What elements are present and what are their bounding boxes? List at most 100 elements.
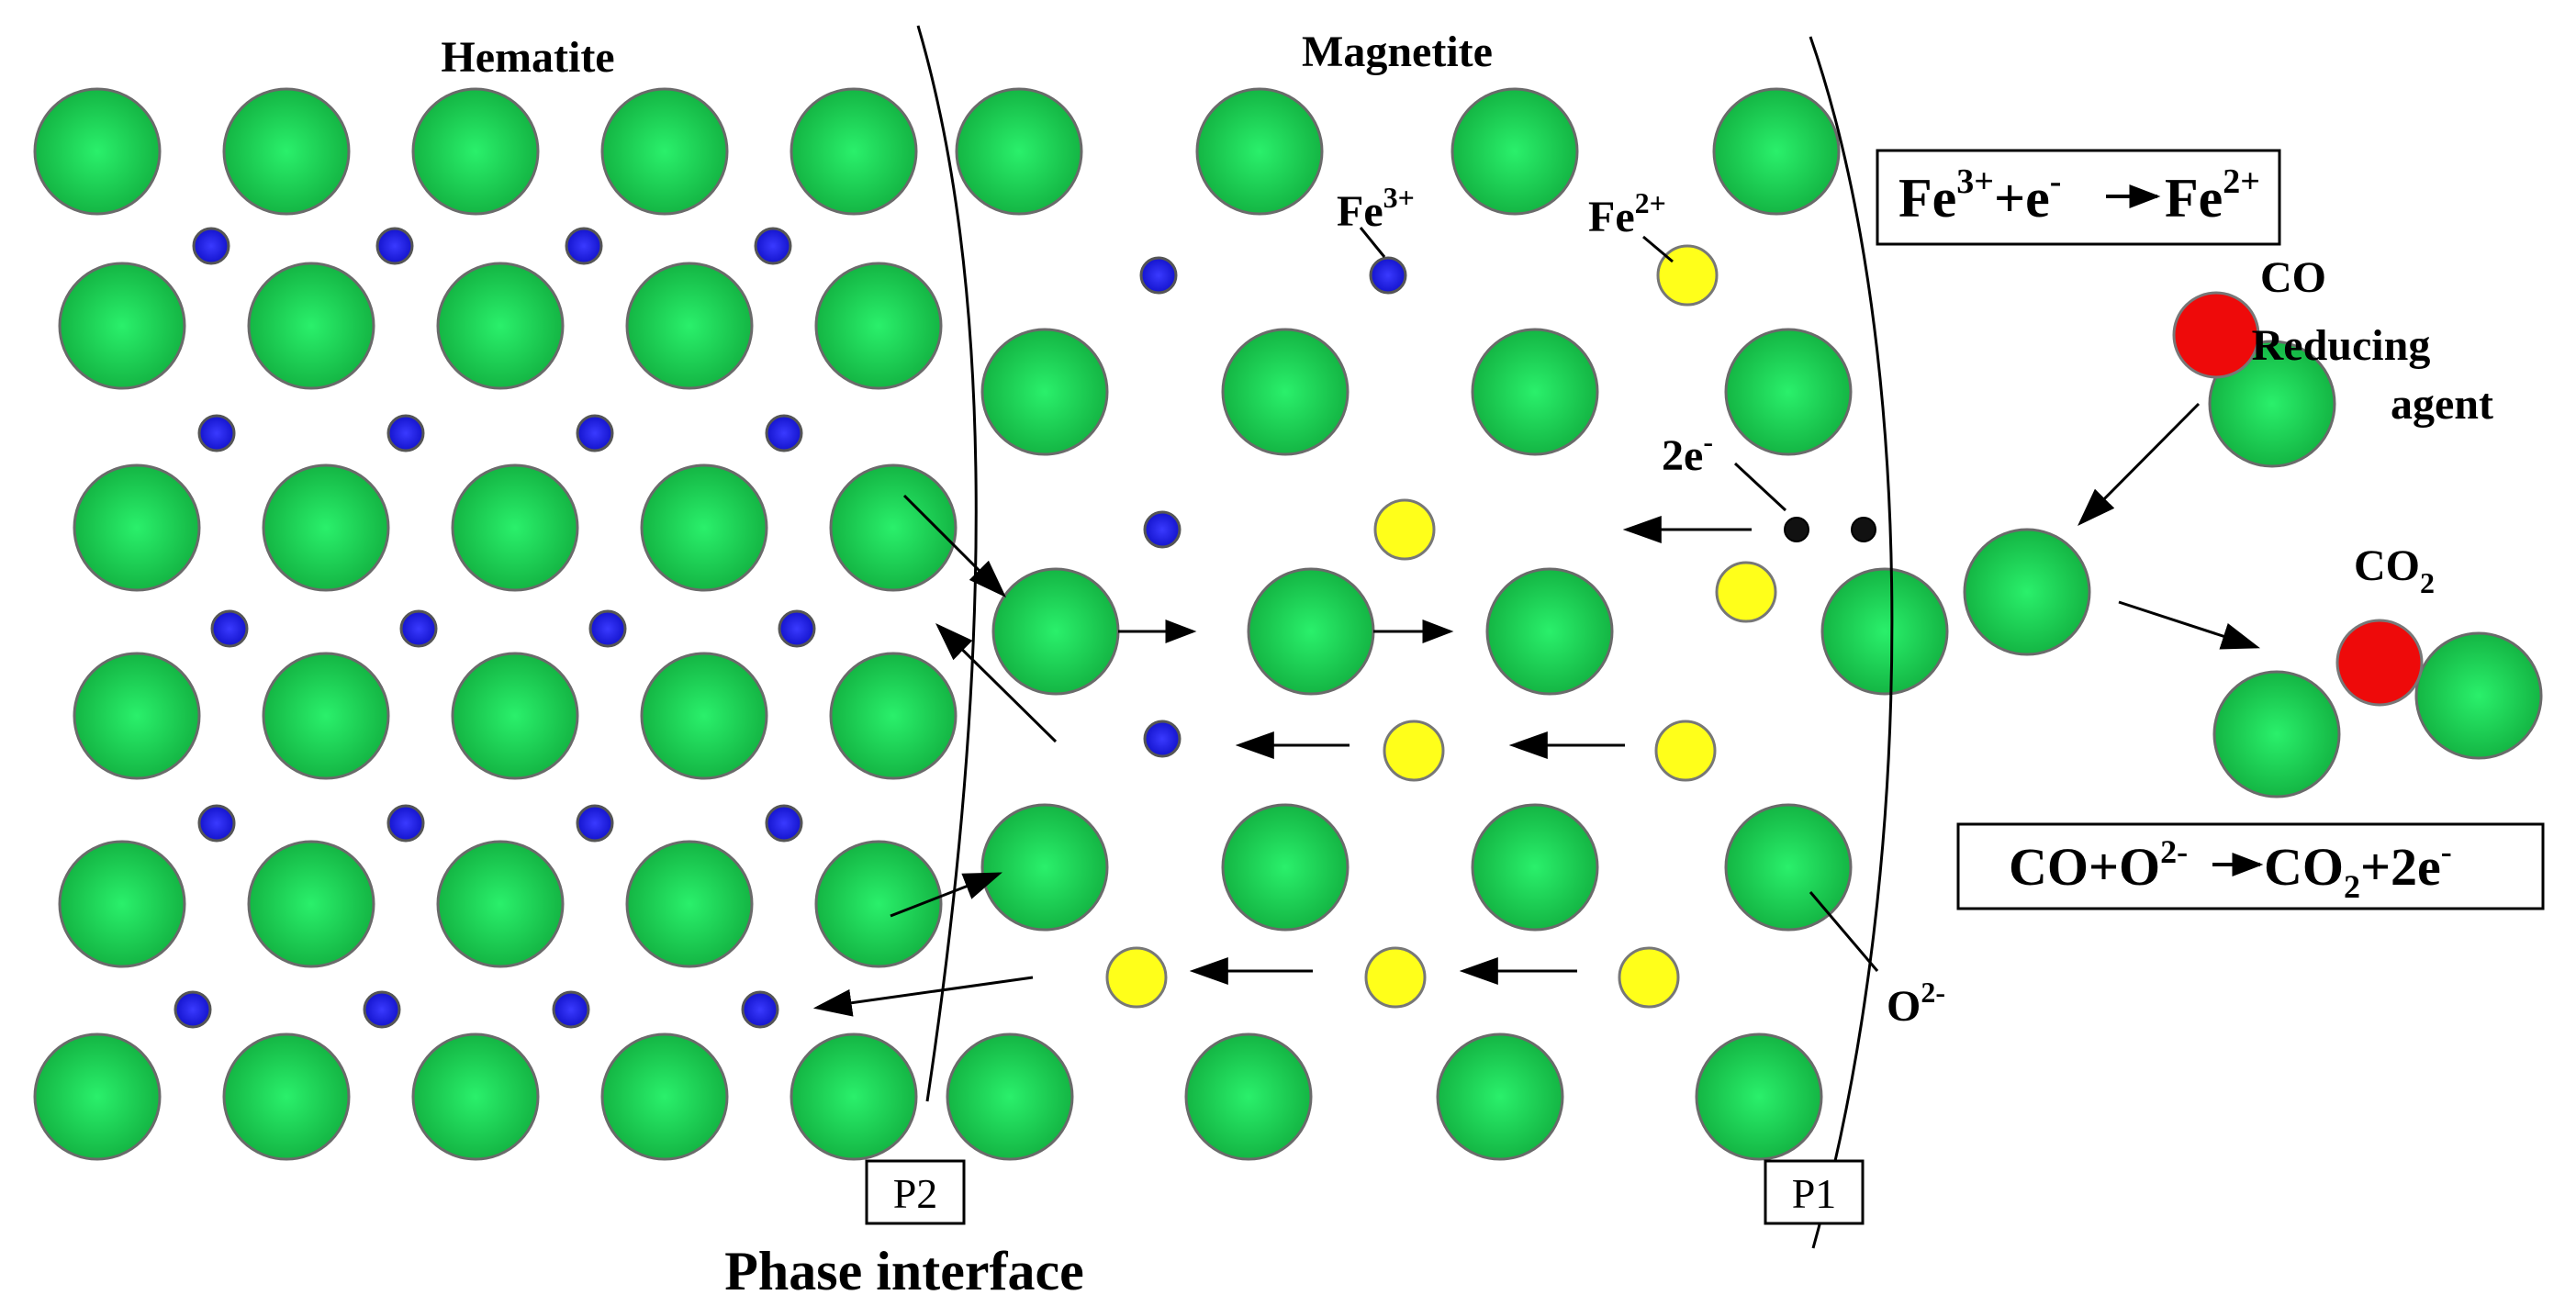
fe3-ion	[197, 414, 236, 452]
fe3-leader-line	[1359, 227, 1386, 258]
p2-label: P2	[893, 1170, 938, 1217]
flow-arrow	[890, 872, 1002, 918]
phase-interface-p1-curve	[1809, 36, 1894, 1249]
fe2-leader-line	[1642, 235, 1674, 263]
fe2-ion	[1373, 498, 1436, 561]
oxygen-ion	[790, 1033, 918, 1161]
p1-label-box	[1764, 1159, 1865, 1225]
fe3-ion	[778, 609, 816, 648]
fe3-ion	[576, 414, 614, 452]
fe2-ion-label: Fe2+	[1588, 186, 1666, 241]
oxygen-ion	[1471, 328, 1599, 456]
flow-arrow	[812, 976, 1034, 1017]
oxygen-ion	[411, 87, 540, 216]
oxygen-ion	[790, 87, 918, 216]
oxygen-ion	[1221, 328, 1350, 456]
equation-box-fe-reduction	[1876, 149, 2281, 246]
co2-label: CO2	[2354, 541, 2435, 599]
oxygen-ion	[436, 840, 565, 968]
oxygen-ion	[222, 87, 351, 216]
oxygen-ion	[1963, 528, 2091, 656]
fe3-ion	[1369, 256, 1407, 295]
oxygen-ion	[262, 463, 390, 592]
oxygen-ion	[451, 652, 579, 780]
oxygen-ion	[1450, 87, 1579, 216]
oxygen-ion	[436, 262, 565, 390]
oxygen-ion	[1221, 803, 1350, 932]
atom-lattice	[33, 87, 2543, 1161]
fe2-ion	[1105, 946, 1168, 1009]
oxygen-ion	[1712, 87, 1841, 216]
oxygen-ion	[625, 262, 754, 390]
oxygen-ion	[33, 87, 162, 216]
fe2-ion	[1715, 561, 1777, 623]
fe2-ion	[1364, 946, 1427, 1009]
oxygen-ion	[640, 463, 768, 592]
oxygen-ion	[1724, 328, 1853, 456]
equation-fe-reduction-product: Fe2+	[2165, 162, 2260, 229]
fe3-ion	[174, 990, 212, 1029]
fe2-ion	[1618, 946, 1680, 1009]
oxygen-ion	[991, 567, 1120, 696]
fe3-ion	[754, 227, 792, 265]
oxygen-ion	[640, 652, 768, 780]
oxygen-ion	[222, 1033, 351, 1161]
fe3-ion	[192, 227, 230, 265]
fe3-ion	[210, 609, 249, 648]
arrows	[812, 402, 2260, 1017]
oxygen-ion	[1247, 567, 1375, 696]
oxygen-ion	[451, 463, 579, 592]
oxygen-ion	[600, 87, 729, 216]
fe3-ion	[1143, 720, 1182, 758]
fe3-ion	[741, 990, 779, 1029]
phase-interface-p2-curve	[916, 25, 978, 1102]
equation-fe-reduction: Fe3++e-	[1898, 162, 2061, 229]
fe3-ion	[375, 227, 414, 265]
fe3-ion	[1139, 256, 1178, 295]
magnetite-label: Magnetite	[1302, 28, 1493, 76]
fe3-ion-label: Fe3+	[1337, 181, 1415, 236]
fe3-ion	[386, 804, 425, 843]
oxygen-ion	[829, 652, 958, 780]
fe2-ion	[1383, 720, 1445, 782]
oxygen-ion	[73, 652, 201, 780]
fe3-ion	[588, 609, 627, 648]
carbon-atom	[2172, 291, 2260, 379]
oxygen-ion	[411, 1033, 540, 1161]
oxygen-ion	[1695, 1033, 1823, 1161]
reducing-agent-label-line2: agent	[2391, 380, 2493, 429]
oxygen-ion	[1471, 803, 1599, 932]
oxygen-ion	[2414, 631, 2543, 760]
fe3-ion	[399, 609, 438, 648]
oxygen-ion	[247, 262, 375, 390]
oxygen-ion	[58, 840, 186, 968]
fe3-ion	[552, 990, 590, 1029]
fe3-ion	[386, 414, 425, 452]
fe3-ion	[1143, 510, 1182, 549]
oxygen-ion	[1485, 567, 1614, 696]
equation-co-oxidation-product: CO2+2e-	[2264, 833, 2452, 905]
oxygen-ion	[1195, 87, 1324, 216]
p2-label-box	[865, 1159, 966, 1225]
oxygen-ion	[955, 87, 1083, 216]
oxygen-ion-label: O2-	[1887, 976, 1945, 1031]
co-label: CO	[2260, 253, 2326, 302]
oxygen-ion	[980, 803, 1109, 932]
oxygen-ion	[814, 840, 943, 968]
electron-dot	[1784, 517, 1809, 542]
oxygen-ion	[73, 463, 201, 592]
oxygen-ion	[58, 262, 186, 390]
fe2-ion	[1656, 244, 1719, 307]
fe3-ion	[765, 804, 803, 843]
oxygen-ion	[33, 1033, 162, 1161]
oxygen-ion	[814, 262, 943, 390]
oxygen-ion	[1436, 1033, 1564, 1161]
fe3-ion	[765, 414, 803, 452]
carbon-atom	[2335, 619, 2424, 707]
flow-arrow	[935, 623, 1058, 743]
oxygen-ion	[1724, 803, 1853, 932]
equation-co-oxidation: CO+O2-	[2009, 833, 2188, 897]
phase-interface-label: Phase interface	[724, 1241, 1084, 1301]
fe3-ion	[565, 227, 603, 265]
